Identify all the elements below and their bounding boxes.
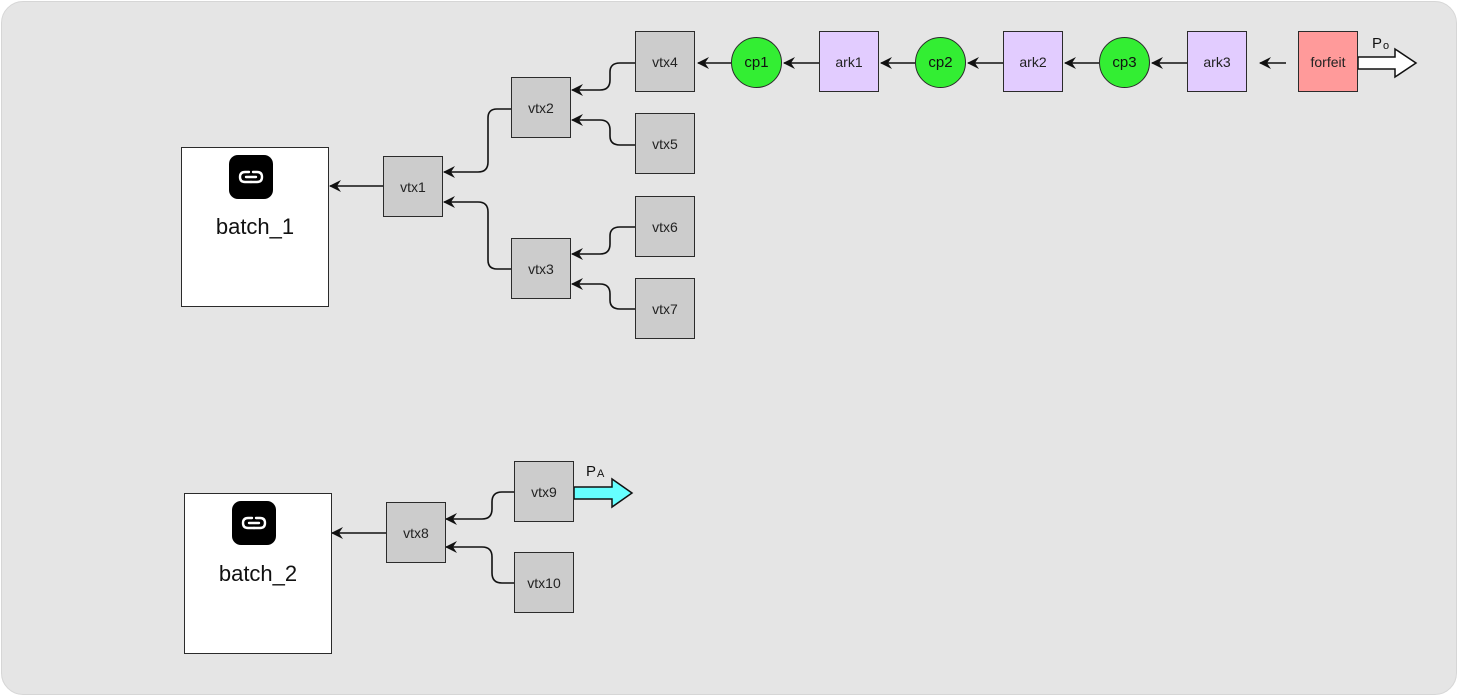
output-label-po-main: P: [1372, 35, 1383, 52]
output-label-po: Po: [1372, 35, 1389, 52]
cp1-node[interactable]: cp1: [731, 37, 782, 88]
output-label-pa-sub: A: [597, 468, 605, 480]
cp2-node[interactable]: cp2: [915, 37, 966, 88]
vtx3-node[interactable]: vtx3: [511, 238, 571, 299]
output-arrow-po: [1357, 47, 1418, 79]
vtx2-node[interactable]: vtx2: [511, 77, 571, 138]
ark2-node[interactable]: ark2: [1003, 31, 1063, 92]
edge-vtx6-vtx3: [571, 226, 635, 260]
vtx9-node[interactable]: vtx9: [514, 461, 574, 522]
edge-vtx7-vtx3: [571, 278, 635, 310]
edge-vtx9-vtx8: [445, 491, 514, 525]
link-icon: [229, 155, 273, 199]
output-label-pa: PA: [586, 463, 604, 480]
ark3-node[interactable]: ark3: [1187, 31, 1247, 92]
edge-vtx4-vtx2: [571, 62, 635, 96]
edge-vtx5-vtx2: [571, 114, 635, 146]
ark1-node[interactable]: ark1: [819, 31, 879, 92]
batch-2-label: batch_2: [218, 561, 298, 586]
vtx6-node[interactable]: vtx6: [635, 196, 695, 257]
output-arrow-pa: [573, 477, 634, 509]
batch-2-box[interactable]: batch_2: [184, 493, 332, 654]
output-label-po-sub: o: [1383, 40, 1390, 52]
link-icon: [232, 501, 276, 545]
forfeit-node[interactable]: forfeit: [1298, 31, 1358, 92]
cp3-node[interactable]: cp3: [1099, 37, 1150, 88]
batch-1-box[interactable]: batch_1: [181, 147, 329, 307]
edge-vtx3-vtx1: [443, 196, 511, 270]
batch-1-label: batch_1: [215, 214, 295, 239]
edge-vtx2-vtx1: [443, 108, 511, 178]
vtx10-node[interactable]: vtx10: [514, 552, 574, 613]
vtx7-node[interactable]: vtx7: [635, 278, 695, 339]
vtx1-node[interactable]: vtx1: [383, 156, 443, 217]
edge-vtx10-vtx8: [445, 541, 514, 584]
output-label-pa-main: P: [586, 463, 597, 480]
vtx4-node[interactable]: vtx4: [635, 31, 695, 92]
vtx8-node[interactable]: vtx8: [386, 502, 446, 563]
vtx5-node[interactable]: vtx5: [635, 113, 695, 174]
